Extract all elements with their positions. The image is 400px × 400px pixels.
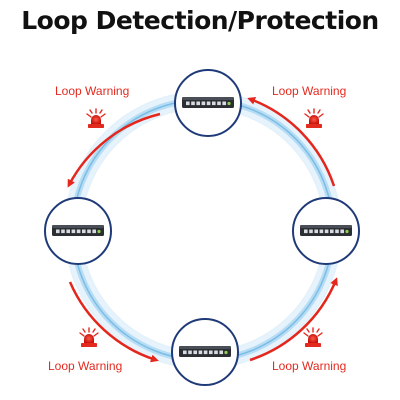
network-switch-icon: [182, 97, 234, 108]
switch-node-left: [44, 197, 112, 265]
loop-warning-label-top-left: Loop Warning: [55, 84, 130, 98]
arrow-bottom-to-right: [249, 277, 338, 362]
network-switch-icon: [52, 225, 104, 236]
diagram-title: Loop Detection/Protection: [21, 6, 379, 35]
loop-warning-label-top-right: Loop Warning: [272, 84, 347, 98]
switch-node-bottom: [171, 318, 239, 386]
loop-warning-label-bottom-right: Loop Warning: [272, 359, 347, 373]
switch-node-top: [174, 69, 242, 137]
arrow-top-to-left: [67, 112, 161, 188]
arrow-left-to-bottom: [68, 281, 159, 363]
switch-node-right: [292, 197, 360, 265]
network-switch-icon: [300, 225, 352, 236]
arrow-right-to-top: [247, 96, 336, 187]
alarm-siren-icon: [304, 108, 324, 128]
switch-nodes: [44, 69, 360, 386]
loop-arrows: [67, 96, 338, 363]
alarm-siren-icon: [86, 108, 106, 128]
alarm-siren-icon: [79, 327, 99, 347]
alarm-siren-icon: [303, 327, 323, 347]
warning-sirens: [79, 108, 324, 347]
loop-warning-label-bottom-left: Loop Warning: [48, 359, 123, 373]
network-switch-icon: [179, 346, 231, 357]
